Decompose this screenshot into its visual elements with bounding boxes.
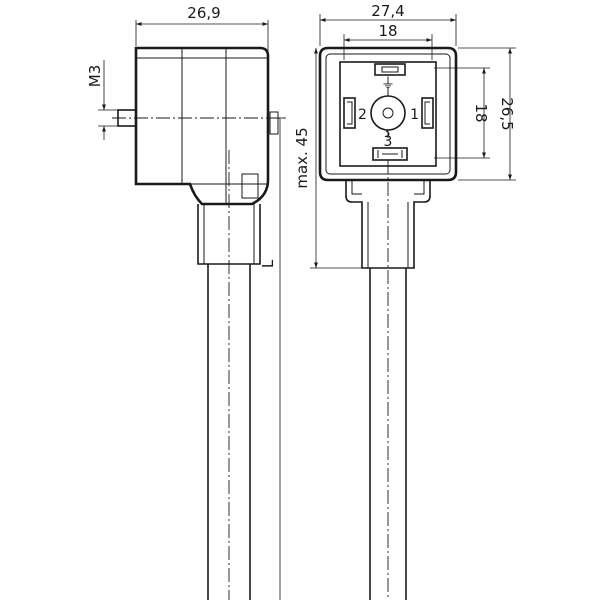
side-thread-label: M3 bbox=[86, 65, 104, 88]
front-inner-height-label: 18 bbox=[472, 103, 490, 122]
front-pin-left bbox=[343, 97, 356, 129]
front-cable bbox=[369, 268, 407, 600]
side-width-label: 26,9 bbox=[187, 4, 220, 22]
max-height-dimension: max. 45 bbox=[293, 48, 372, 269]
front-pin-top-label: ⏚ bbox=[381, 76, 395, 92]
front-inner-width-label: 18 bbox=[378, 22, 397, 40]
front-center-screw bbox=[370, 88, 406, 138]
front-height-label: 26,5 bbox=[498, 97, 516, 130]
front-pin-bottom-label: 3 bbox=[384, 134, 393, 150]
side-length-dimension: L bbox=[259, 117, 286, 600]
front-width-dimension: 27,4 bbox=[319, 2, 457, 46]
front-pin-right-label: 1 bbox=[410, 107, 419, 123]
front-width-label: 27,4 bbox=[371, 2, 404, 20]
side-housing bbox=[134, 46, 279, 206]
side-width-dimension: 26,9 bbox=[135, 4, 269, 54]
side-view: 26,9 M3 L bbox=[86, 4, 286, 600]
side-length-label: L bbox=[259, 259, 277, 268]
front-view: 2 1 ⏚ 3 27,4 18 bbox=[318, 2, 516, 600]
side-cable bbox=[207, 264, 251, 600]
max-height-label: max. 45 bbox=[293, 127, 311, 188]
front-pin-bottom bbox=[372, 147, 408, 161]
front-inner-height-dimension: 18 bbox=[434, 67, 490, 159]
front-pin-top bbox=[374, 63, 406, 76]
front-height-dimension: 26,5 bbox=[458, 47, 516, 181]
front-pin-right bbox=[421, 97, 434, 129]
front-pin-left-label: 2 bbox=[358, 107, 367, 123]
front-inner-width-dimension: 18 bbox=[343, 22, 433, 60]
side-thread-dimension: M3 bbox=[86, 60, 118, 140]
front-neck bbox=[345, 180, 431, 269]
